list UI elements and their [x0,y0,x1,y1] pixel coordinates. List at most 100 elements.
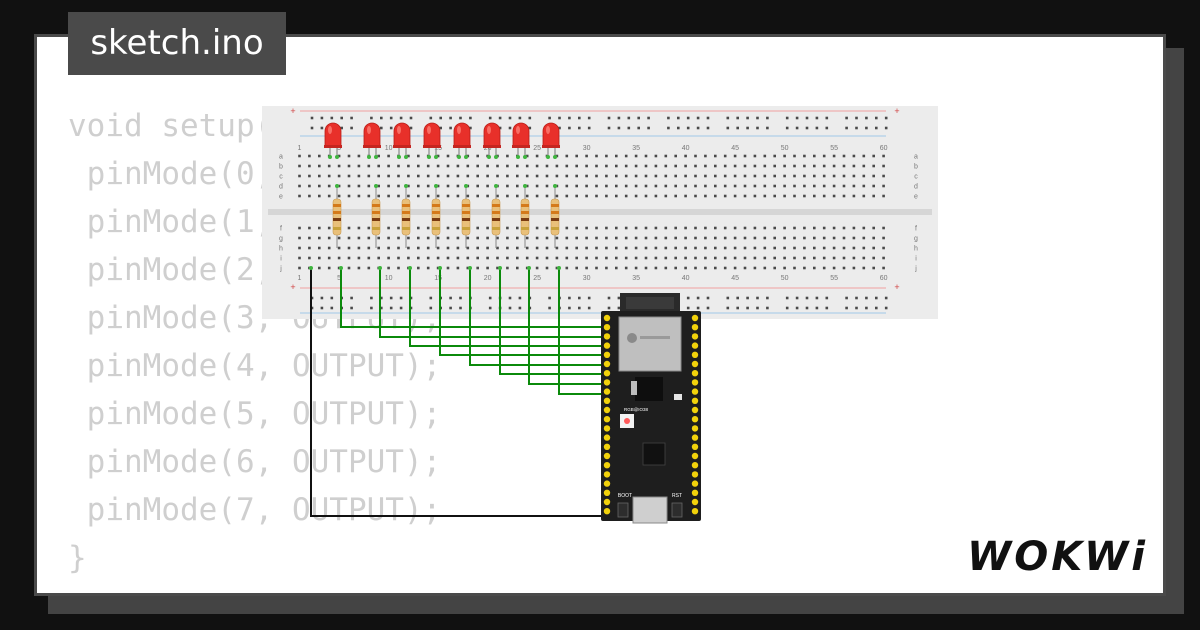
wire-end [309,266,313,270]
row-letter: j [279,266,282,273]
code-line: pinMode(6, OUTPUT); [68,444,442,480]
header-pin [603,434,611,441]
row-letter: f [280,226,282,233]
header-pin [603,489,611,496]
header-pin [691,425,699,432]
column-number: 1 [298,145,302,152]
resistor-band [372,227,380,230]
led-base [542,145,560,148]
resistor-band [492,211,500,214]
led-pin [397,155,401,159]
led-base [363,145,381,148]
header-pin [691,360,699,368]
led-pin [553,155,557,159]
column-number: 25 [533,275,541,282]
resistor [401,198,411,236]
file-tab[interactable]: sketch.ino [68,12,286,75]
row-letter: d [914,184,918,191]
row-letter: g [914,236,918,243]
resistor-band [372,218,380,221]
resistor [332,198,342,236]
header-pin [691,406,699,414]
header-pin [691,462,699,469]
led-pin [523,155,527,159]
row-letter: i [280,256,282,263]
row-letter: c [914,174,918,181]
led-pin [367,155,371,159]
resistor-pin [494,184,498,188]
wire-end [527,266,531,270]
resistor-band [492,204,500,207]
led-highlight [427,126,431,134]
column-number: 55 [830,145,838,152]
resistor-pin [523,184,527,188]
resistor-band [402,218,410,221]
column-number: 10 [385,275,393,282]
resistor [371,198,381,236]
wire-end [408,266,412,270]
led-wire [499,268,605,375]
led [542,122,560,148]
resistor-pin [553,184,557,188]
header-pin [691,443,699,450]
smd-component [674,394,682,400]
header-pin [691,452,699,460]
column-number: 50 [781,275,789,282]
wire-end [378,266,382,270]
led-highlight [397,126,401,134]
header-pin [603,406,611,414]
header-pin [691,342,699,349]
header-pin [691,480,699,487]
led-highlight [328,126,332,134]
led-wire [409,268,605,347]
header-pin [603,388,611,395]
header-pin [691,370,699,377]
led-pin [457,155,461,159]
column-number: 20 [484,275,492,282]
resistor-pin [335,184,339,188]
header-pin [691,434,699,441]
header-pin [603,471,611,478]
column-number: 1 [298,275,302,282]
resistor-band [402,211,410,214]
resistor-band [333,211,341,214]
header-pin [603,342,611,349]
header-pin [603,508,611,515]
led [324,122,342,148]
led-pin [464,155,468,159]
header-pin [691,379,699,386]
led-highlight [516,126,520,134]
resistor [520,198,530,236]
resistor [550,198,560,236]
chip-text [640,336,670,339]
resistor-band [551,211,559,214]
column-number: 5 [337,145,341,152]
header-pin [603,397,611,404]
led-wire [439,268,605,356]
header-pin [691,388,699,395]
row-letter: i [915,256,917,263]
column-number: 40 [682,275,690,282]
header-pin [691,333,699,340]
code-line: pinMode(4, OUTPUT); [68,348,442,384]
header-pin [603,498,611,506]
led-pin [404,155,408,159]
rail-symbol: + [894,106,899,116]
column-number: 30 [583,145,591,152]
resistor-band [462,204,470,207]
led [453,122,471,148]
column-number: 20 [484,145,492,152]
resistor-band [521,218,529,221]
reset-button [671,502,683,518]
wire-end [557,266,561,270]
resistor-band [432,204,440,207]
column-number: 5 [337,275,341,282]
led-pin [427,155,431,159]
column-number: 15 [434,275,442,282]
usb-chip [642,442,666,466]
led-pin [434,155,438,159]
column-number: 35 [632,145,640,152]
row-letter: f [915,226,917,233]
rail-symbol: + [894,282,899,292]
